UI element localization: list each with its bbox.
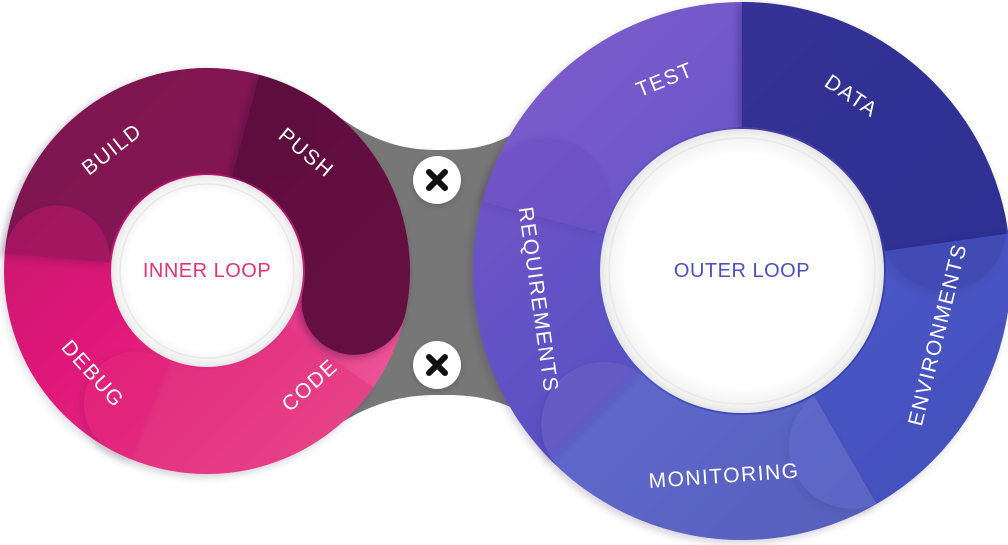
inner-loop-segment-push xyxy=(232,74,410,355)
inner-loop-center xyxy=(111,175,303,367)
outer-loop-center-edge xyxy=(608,137,876,405)
inner-loop-title: INNER LOOP xyxy=(143,260,271,282)
outer-loop-title: OUTER LOOP xyxy=(674,260,810,282)
outer-loop-segment-requirements xyxy=(473,137,641,462)
outer-loop-segment-data xyxy=(742,2,1007,291)
close-icon xyxy=(426,354,448,376)
outer-loop-center xyxy=(600,129,884,413)
outer-loop-segment-environments xyxy=(788,233,1008,509)
inner-loop-center-edge xyxy=(119,183,295,359)
connector-bottom xyxy=(413,341,461,389)
outer-loop-segment-monitoring xyxy=(541,361,877,541)
connector-top xyxy=(413,156,461,204)
inner-loop-segment-debug xyxy=(4,205,171,460)
close-icon xyxy=(426,169,448,191)
